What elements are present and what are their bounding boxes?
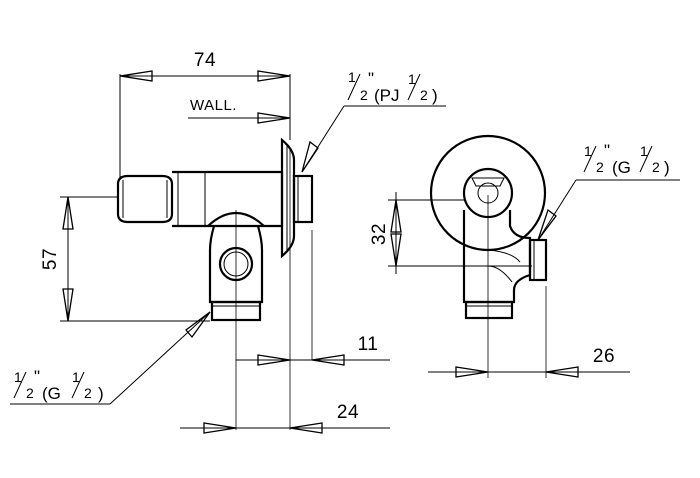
svg-text:(PJ: (PJ [374, 86, 400, 105]
dim-26: 26 [428, 346, 630, 378]
wall-callout: WALL. [188, 97, 291, 124]
dim-24-text: 24 [337, 402, 359, 423]
svg-text:": " [604, 141, 610, 160]
svg-text:1: 1 [640, 143, 648, 159]
side-view [429, 134, 548, 378]
dim-24: 24 [180, 402, 390, 434]
svg-text:2: 2 [360, 87, 368, 103]
bottom-thread-callout: 1 2 " (G 1 2 ) [10, 311, 211, 405]
svg-text:): ) [98, 384, 104, 403]
wall-stub [292, 174, 314, 224]
side-thread-callout: 1 2 " (G 1 2 ) [537, 141, 680, 241]
dim-57-text: 57 [40, 248, 61, 270]
svg-text:": " [34, 367, 40, 386]
hex-nut [116, 174, 174, 224]
dim-11-text: 11 [358, 334, 379, 355]
svg-text:): ) [432, 86, 438, 105]
svg-text:1: 1 [14, 369, 22, 385]
top-thread-callout: 1 2 " (PJ 1 2 ) [301, 69, 446, 173]
wall-label: WALL. [190, 97, 237, 114]
svg-text:(G: (G [612, 158, 631, 177]
dim-57: 57 [40, 196, 210, 322]
svg-text:2: 2 [84, 385, 92, 401]
dim-11: 11 [236, 334, 390, 366]
svg-text:2: 2 [652, 159, 660, 175]
dim-32-text: 32 [369, 223, 390, 245]
dim-32: 32 [369, 192, 532, 274]
dim-74: 74 [119, 50, 291, 180]
main-body [172, 170, 284, 228]
svg-text:": " [368, 69, 374, 88]
wall-flange [280, 137, 296, 259]
svg-text:1: 1 [408, 71, 416, 87]
svg-text:1: 1 [72, 369, 80, 385]
svg-text:(G: (G [42, 384, 61, 403]
svg-text:1: 1 [584, 143, 592, 159]
front-view [116, 137, 314, 430]
svg-text:2: 2 [596, 159, 604, 175]
svg-text:1: 1 [348, 69, 356, 85]
svg-text:): ) [664, 158, 670, 177]
dim-74-text: 74 [194, 50, 216, 71]
dim-26-text: 26 [593, 346, 615, 367]
svg-text:2: 2 [26, 385, 34, 401]
svg-text:2: 2 [420, 87, 428, 103]
